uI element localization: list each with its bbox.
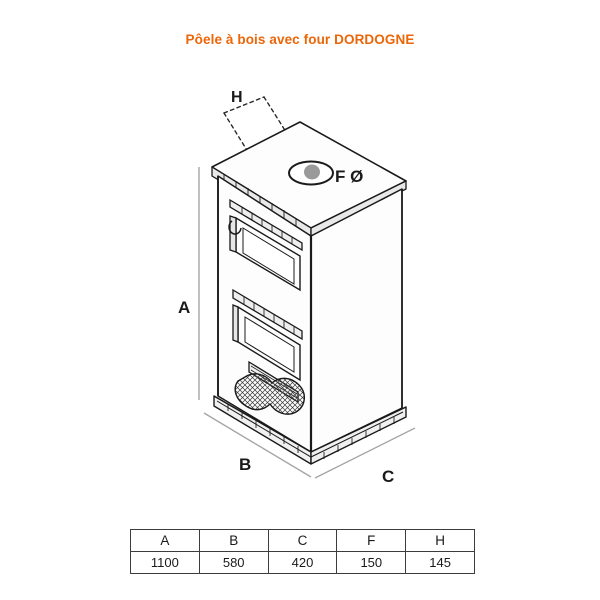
firebox-door-lower [232,288,303,382]
table-header-b: B [198,529,269,552]
oven-door-upper [228,198,303,292]
table-header-h: H [405,529,475,552]
dimension-table: A B C F H 1100 580 420 150 145 [130,529,475,574]
dimension-label-c: C [382,467,394,486]
page-title: Pôele à bois avec four DORDOGNE [185,32,415,47]
table-value-h: 145 [405,551,475,574]
dimension-label-a: A [178,298,190,317]
dimension-c [314,427,416,479]
dimension-b [203,412,312,478]
table-value-f: 150 [336,551,407,574]
table-value-row: 1100 580 420 150 145 [130,551,475,574]
dimension-label-b: B [239,455,251,474]
table-value-c: 420 [267,551,338,574]
table-header-c: C [267,529,338,552]
flue-diameter-label: F Ø [335,167,363,186]
table-header-a: A [130,529,200,552]
table-value-a: 1100 [130,551,200,574]
table-value-b: 580 [198,551,269,574]
base-plinth [213,395,407,465]
flue-opening [288,160,334,186]
table-header-row: A B C F H [130,529,475,552]
table-header-f: F [336,529,407,552]
flue-offset-label-h: H [231,89,243,106]
decorative-motif [234,373,305,415]
